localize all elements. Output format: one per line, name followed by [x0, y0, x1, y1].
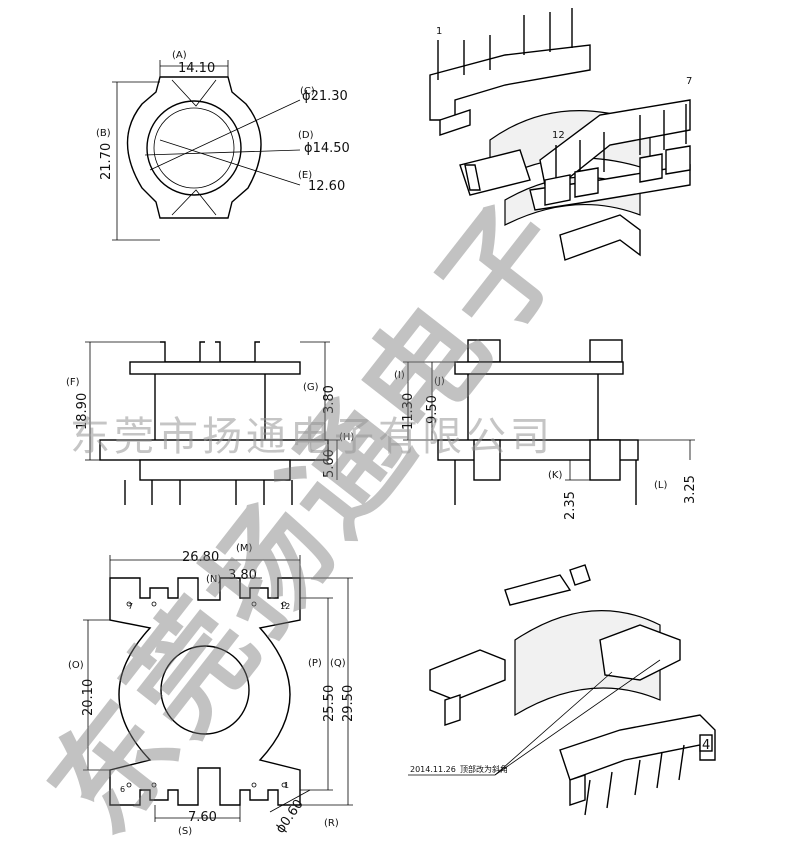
pin-label-6: 6: [120, 785, 125, 794]
pin-label-1: 1: [284, 781, 289, 790]
tag-i: (I): [394, 370, 405, 381]
bottom-view: [83, 555, 353, 822]
tag-k: (K): [548, 470, 562, 481]
tag-l: (L): [654, 480, 667, 491]
iso-pin-7: 7: [686, 76, 692, 87]
dim-o: 20.10: [81, 679, 96, 716]
pin-label-12: 12: [280, 602, 290, 611]
iso-pin-12: 12: [552, 130, 565, 141]
tag-c: (C): [300, 86, 315, 97]
tag-b: (B): [96, 128, 111, 139]
tag-r: (R): [324, 818, 339, 829]
dim-c: ϕ21.30: [302, 89, 348, 104]
tag-g: (G): [303, 382, 319, 393]
watermark-diagonal: 东莞扬通电子: [23, 177, 598, 847]
dim-k: 2.35: [563, 491, 578, 520]
note-date: 2014.11.26: [410, 765, 456, 774]
watermark-company: 东莞市扬通电子有限公司: [70, 414, 554, 460]
tag-s: (S): [178, 826, 192, 837]
side-view: [403, 339, 695, 505]
note-text: 顶部改为斜角: [460, 764, 508, 774]
dim-m: 26.80: [182, 550, 219, 565]
isometric-view-bottom: [408, 564, 716, 816]
tag-a: (A): [172, 50, 187, 61]
dim-p: 25.50: [322, 685, 337, 722]
tag-j: (J): [434, 376, 445, 387]
isometric-view-top: [429, 8, 691, 261]
dim-d: ϕ14.50: [304, 141, 350, 156]
tag-n: (N): [206, 574, 221, 585]
dim-j: 9.50: [425, 395, 440, 424]
tag-p: (P): [308, 658, 322, 669]
dim-q: 29.50: [341, 685, 356, 722]
dim-b: 21.70: [99, 143, 114, 180]
pin-label-7: 7: [128, 602, 133, 611]
tag-o: (O): [68, 660, 84, 671]
dim-n: 3.80: [228, 568, 257, 583]
dim-l: 3.25: [683, 475, 698, 504]
tag-f: (F): [66, 377, 80, 388]
tag-d: (D): [298, 130, 314, 141]
dim-s: 7.60: [188, 810, 217, 825]
tag-m: (M): [236, 543, 253, 554]
revision-mark: 4: [702, 738, 710, 753]
dim-a: 14.10: [178, 61, 215, 76]
tag-q: (Q): [330, 658, 346, 669]
dim-f: 18.90: [75, 393, 90, 430]
tag-e: (E): [298, 170, 312, 181]
front-view: [85, 341, 340, 505]
tag-h: (H): [339, 432, 354, 443]
dim-i: 11.30: [401, 393, 416, 430]
dim-g: 3.80: [322, 385, 337, 414]
iso-pin-1: 1: [436, 26, 442, 37]
dim-h: 5.60: [322, 449, 337, 478]
top-view: [112, 60, 301, 241]
dim-e: 12.60: [308, 179, 345, 194]
